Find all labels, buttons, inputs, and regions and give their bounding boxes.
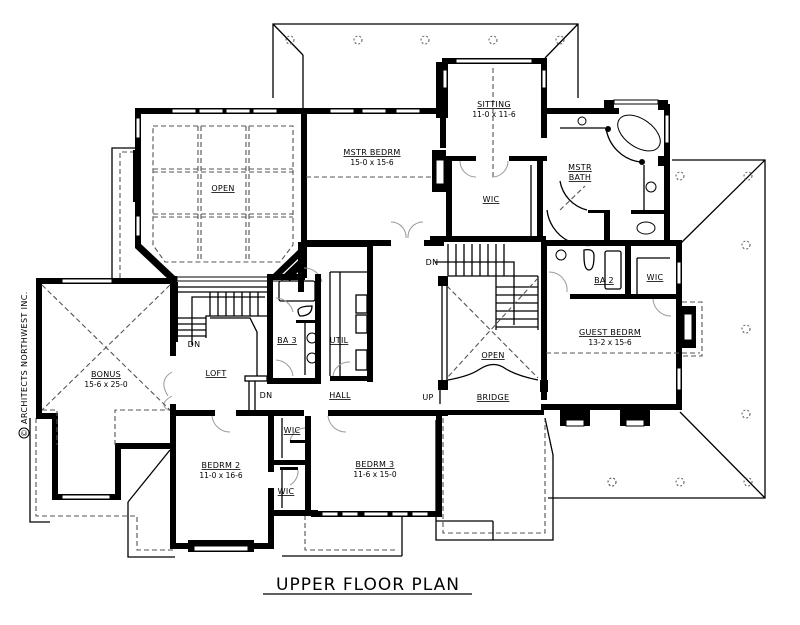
room-label-bonus: BONUS xyxy=(91,370,121,379)
room-dims-guest-bedrm: 13-2 x 15-6 xyxy=(588,338,631,347)
room-label-open-stair: OPEN xyxy=(481,351,504,360)
stair-treads xyxy=(435,244,539,330)
room-label-guest-bedrm: GUEST BEDRM xyxy=(579,328,641,337)
bedroom-2: BEDRM 2 11-0 x 16-6 xyxy=(170,415,274,552)
room-label-mstr-bath-1: MSTR xyxy=(568,163,592,172)
roof-right xyxy=(548,159,766,499)
master-bedroom: MSTR BEDRM 15-0 x 15-6 xyxy=(301,62,446,246)
room-label-bridge: BRIDGE xyxy=(477,393,510,402)
room-dims-bonus: 15-6 x 25-0 xyxy=(84,380,127,389)
stair-mark-bridge-up: UP xyxy=(422,393,433,402)
room-label-loft: LOFT xyxy=(205,369,226,378)
room-dims-bedrm3: 11-6 x 15-0 xyxy=(353,470,396,479)
master-wic: WIC xyxy=(430,160,546,242)
hall-walls xyxy=(298,242,373,382)
room-label-util: UTIL xyxy=(330,336,349,345)
sitting-room: SITTING 11-0 x 11-6 xyxy=(442,58,547,178)
loft: DN LOFT DN HALL xyxy=(163,282,351,411)
room-label-mstr-bedrm: MSTR BEDRM xyxy=(343,148,400,157)
room-label-wic-a: WIC xyxy=(284,426,301,435)
plan-title-text: UPPER FLOOR PLAN xyxy=(276,575,460,595)
bath-3-and-utility: BA 3 UTIL xyxy=(267,250,349,384)
room-label-sitting: SITTING xyxy=(477,100,511,109)
room-label-wic-b: WIC xyxy=(278,487,295,496)
room-label-ba3: BA 3 xyxy=(277,336,297,345)
room-label-hall: HALL xyxy=(329,391,351,400)
copyright-icon: © xyxy=(20,429,29,437)
stair-mark-main-dn: DN xyxy=(426,258,439,267)
room-label-open: OPEN xyxy=(211,184,234,193)
master-bath: MSTR BATH xyxy=(541,99,670,247)
room-label-ba2: BA 2 xyxy=(594,276,614,285)
stair-mark-hall-dn: DN xyxy=(260,391,273,400)
roof-bottom xyxy=(282,417,554,557)
room-dims-bedrm2: 11-0 x 16-6 xyxy=(199,471,242,480)
stair-and-bridge: DN OPEN BRIDGE UP xyxy=(422,244,548,404)
bedroom-3: BEDRM 3 11-6 x 15-0 xyxy=(311,414,442,517)
room-dims-sitting: 11-0 x 11-6 xyxy=(472,110,515,119)
room-label-mstr-wic: WIC xyxy=(483,195,500,204)
bonus-room: BONUS 15-6 x 25-0 xyxy=(36,278,176,549)
roof-top xyxy=(272,23,579,110)
room-dims-mstr-bedrm: 15-0 x 15-6 xyxy=(350,158,393,167)
open-to-below-room: OPEN xyxy=(133,108,307,282)
room-label-mstr-bath-2: BATH xyxy=(569,173,591,182)
room-label-bedrm3: BEDRM 3 xyxy=(356,460,395,469)
hall-south-wall xyxy=(170,410,544,416)
guest-suite: BA 2 WIC GUEST BEDRM 13-2 x 15-6 xyxy=(541,240,703,427)
bedroom-closets: WIC WIC xyxy=(274,416,318,516)
credit-text: ARCHITECTS NORTHWEST INC. xyxy=(20,291,29,424)
roof-left xyxy=(29,147,175,558)
room-label-guest-wic: WIC xyxy=(647,273,664,282)
architect-credit: © ARCHITECTS NORTHWEST INC. xyxy=(18,291,30,439)
plan-title: UPPER FLOOR PLAN xyxy=(263,575,472,595)
stair-mark-loft-dn: DN xyxy=(188,340,201,349)
room-label-bedrm2: BEDRM 2 xyxy=(202,461,241,470)
